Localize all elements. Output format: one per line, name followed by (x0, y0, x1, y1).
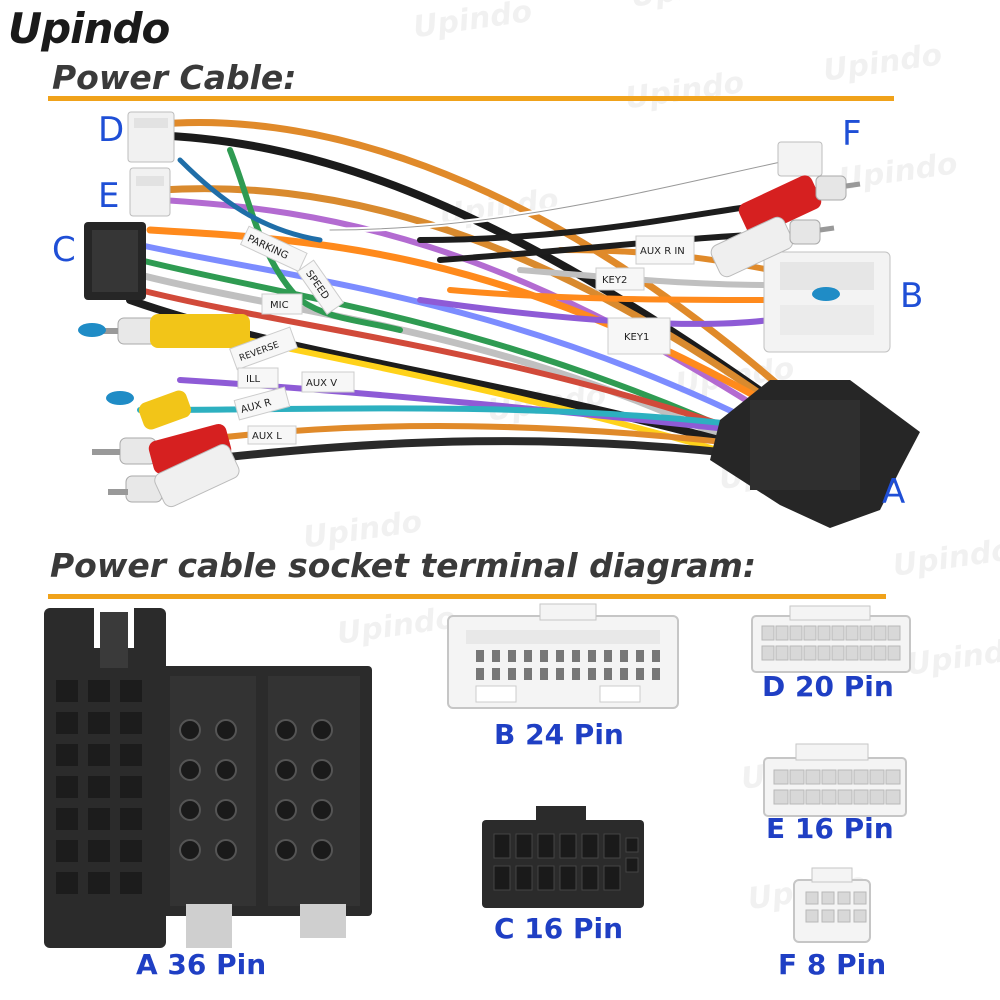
connector-c-label: C 16 Pin (494, 912, 624, 945)
cable-label-e: E (98, 176, 120, 216)
connector-f-plug (777, 141, 823, 177)
tag-key2: KEY2 (602, 275, 627, 286)
connector-e-diagram (763, 743, 907, 817)
connector-e-plug (129, 167, 171, 217)
connector-e-label: E 16 Pin (766, 812, 894, 845)
tag-aux-v: AUX V (306, 378, 337, 389)
tag-aux-r-in: AUX R IN (640, 246, 685, 257)
connector-d-diagram (751, 605, 911, 673)
power-cable-title: Power Cable: (52, 58, 297, 97)
cable-label-f: F (842, 114, 862, 154)
cable-label-d: D (98, 110, 125, 150)
brand-logo: Upindo (8, 4, 170, 53)
cable-label-c: C (52, 230, 76, 270)
connector-b-label: B 24 Pin (494, 718, 624, 751)
tag-ill: ILL (246, 374, 261, 385)
tag-aux-l: AUX L (252, 431, 282, 442)
cable-label-b: B (900, 276, 924, 316)
diagram-title: Power cable socket terminal diagram: (50, 546, 757, 585)
connector-a-label: A 36 Pin (136, 948, 267, 981)
connector-b-diagram (447, 603, 679, 709)
connector-f-label: F 8 Pin (778, 948, 887, 981)
tag-mic: MIC (270, 300, 289, 311)
connector-b-plug (763, 251, 891, 353)
diagram-underline (48, 594, 886, 599)
connector-d-label: D 20 Pin (762, 670, 894, 703)
cable-label-a: A (882, 472, 906, 512)
rca-plugs-left (78, 314, 250, 508)
connector-a-diagram (44, 608, 372, 948)
connector-a-plug (710, 380, 920, 528)
connector-c-diagram (482, 806, 644, 908)
rca-plugs-right (710, 175, 861, 301)
tag-key1: KEY1 (624, 332, 649, 343)
connector-c-plug (84, 222, 146, 300)
connector-d-plug (127, 111, 175, 163)
title-underline (48, 96, 894, 101)
connector-f-diagram (793, 867, 871, 943)
